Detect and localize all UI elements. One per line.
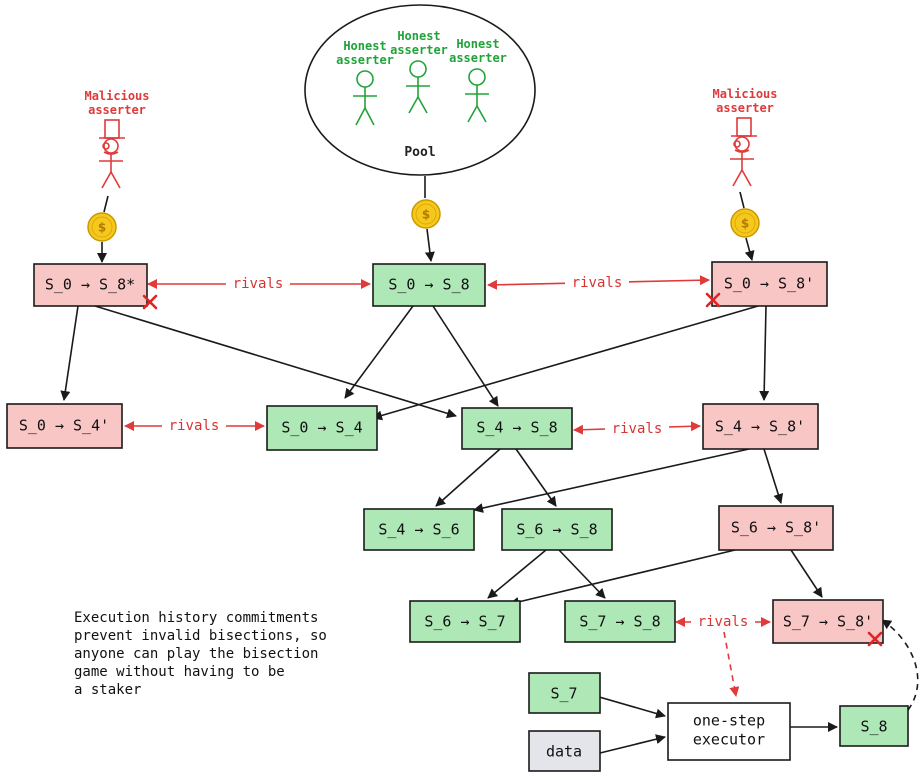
note-line: anyone can play the bisection — [74, 646, 318, 662]
node-s6-s7[interactable]: S_6 → S_7 — [409, 600, 521, 643]
node-s6-s8[interactable]: S_6 → S_8 — [501, 508, 613, 551]
connector-line — [103, 195, 109, 213]
svg-text:S_7 → S_8: S_7 → S_8 — [579, 613, 660, 631]
coin-symbol: $ — [422, 208, 430, 222]
node-s4-s6[interactable]: S_4 → S_6 — [363, 508, 475, 551]
malicious-right-label-line1: Malicious — [712, 87, 777, 101]
honest-asserter-2: Honest asserter — [390, 29, 448, 114]
honest-asserter-1-label-line1: Honest — [343, 39, 386, 53]
node-data[interactable]: data — [528, 730, 601, 772]
node-s8[interactable]: S_8 — [839, 705, 909, 747]
coin-icon: $ — [730, 208, 760, 238]
honest-asserter-3-label-line2: asserter — [449, 51, 507, 65]
malicious-right-label-line2: asserter — [716, 101, 774, 115]
coin-icon: $ — [411, 199, 441, 229]
node-s6-s8-prime[interactable]: S_6 → S_8' — [718, 505, 834, 551]
note-line: game without having to be — [74, 664, 285, 680]
svg-text:S_8: S_8 — [860, 718, 887, 736]
svg-text:S_7 → S_8': S_7 → S_8' — [783, 613, 873, 631]
svg-text:S_0 → S_8: S_0 → S_8 — [388, 276, 469, 294]
honest-asserter-1-label-line2: asserter — [336, 53, 394, 67]
invalid-x-icon — [705, 292, 721, 308]
node-s0-s4[interactable]: S_0 → S_4 — [266, 405, 378, 451]
one-step-executor[interactable]: one-step executor — [667, 702, 791, 761]
note-line: a staker — [74, 682, 141, 698]
connector-line — [739, 191, 745, 209]
svg-text:one-step: one-step — [693, 712, 765, 730]
coin-symbol: $ — [98, 221, 106, 235]
svg-text:data: data — [546, 743, 582, 761]
rivals-label: rivals — [233, 276, 284, 292]
rivals-label: rivals — [698, 614, 749, 630]
note-line: prevent invalid bisections, so — [74, 628, 327, 644]
node-s0-s4-prime[interactable]: S_0 → S_4' — [6, 403, 123, 449]
connector-arrow — [424, 228, 435, 262]
svg-text:executor: executor — [693, 731, 765, 749]
stick-figure-icon — [353, 70, 377, 126]
coin-icon: $ — [87, 212, 117, 242]
node-s7[interactable]: S_7 — [528, 672, 601, 714]
svg-text:S_7: S_7 — [550, 685, 577, 703]
svg-text:S_6 → S_8: S_6 → S_8 — [516, 521, 597, 539]
coin-symbol: $ — [741, 217, 749, 231]
honest-asserter-2-label-line2: asserter — [390, 43, 448, 57]
svg-text:S_0 → S_8*: S_0 → S_8* — [45, 276, 135, 294]
node-s0-s8-prime[interactable]: S_0 → S_8' — [711, 261, 828, 307]
node-s7-s8[interactable]: S_7 → S_8 — [564, 600, 676, 643]
svg-text:S_6 → S_8': S_6 → S_8' — [731, 519, 821, 537]
tree-edges — [60, 305, 919, 754]
malicious-left-label-line2: asserter — [88, 103, 146, 117]
node-s0-s8[interactable]: S_0 → S_8 — [372, 263, 486, 307]
malicious-left-label-line1: Malicious — [84, 89, 149, 103]
honest-asserter-3: Honest asserter — [449, 37, 507, 123]
pool-label: Pool — [404, 145, 435, 160]
svg-text:S_4 → S_6: S_4 → S_6 — [378, 521, 459, 539]
connector-arrow — [744, 237, 755, 261]
rivals-label: rivals — [572, 275, 623, 291]
villain-figure-icon — [730, 117, 757, 187]
stick-figure-icon — [406, 60, 430, 114]
honest-asserter-1: Honest asserter — [336, 39, 394, 126]
node-s0-s8star[interactable]: S_0 → S_8* — [33, 263, 148, 307]
rivals-label: rivals — [612, 421, 663, 437]
svg-text:S_0 → S_8': S_0 → S_8' — [724, 275, 814, 293]
malicious-asserter-left: Malicious asserter — [84, 89, 150, 189]
invalid-x-icon — [142, 294, 158, 310]
svg-text:S_0 → S_4: S_0 → S_4 — [281, 419, 362, 437]
node-s4-s8-prime[interactable]: S_4 → S_8' — [702, 403, 819, 450]
node-s4-s8[interactable]: S_4 → S_8 — [461, 407, 573, 450]
rivals-label: rivals — [169, 418, 220, 434]
node-s7-s8-prime[interactable]: S_7 → S_8' — [772, 599, 884, 644]
svg-text:S_4 → S_8': S_4 → S_8' — [715, 418, 805, 436]
honest-asserter-3-label-line1: Honest — [456, 37, 499, 51]
explanation-note: Execution history commitments prevent in… — [74, 610, 327, 698]
invalid-x-icon — [867, 631, 883, 647]
honest-asserter-2-label-line1: Honest — [397, 29, 440, 43]
malicious-asserter-right: Malicious asserter — [712, 87, 778, 187]
rival-links: rivals rivals rivals rivals rivals — [124, 273, 771, 697]
svg-text:S_4 → S_8: S_4 → S_8 — [476, 419, 557, 437]
honest-pool: Pool — [304, 4, 536, 176]
svg-text:S_0 → S_4': S_0 → S_4' — [19, 417, 109, 435]
villain-figure-icon — [99, 119, 125, 189]
svg-text:S_6 → S_7: S_6 → S_7 — [424, 613, 505, 631]
note-line: Execution history commitments — [74, 610, 318, 626]
stick-figure-icon — [465, 68, 489, 123]
